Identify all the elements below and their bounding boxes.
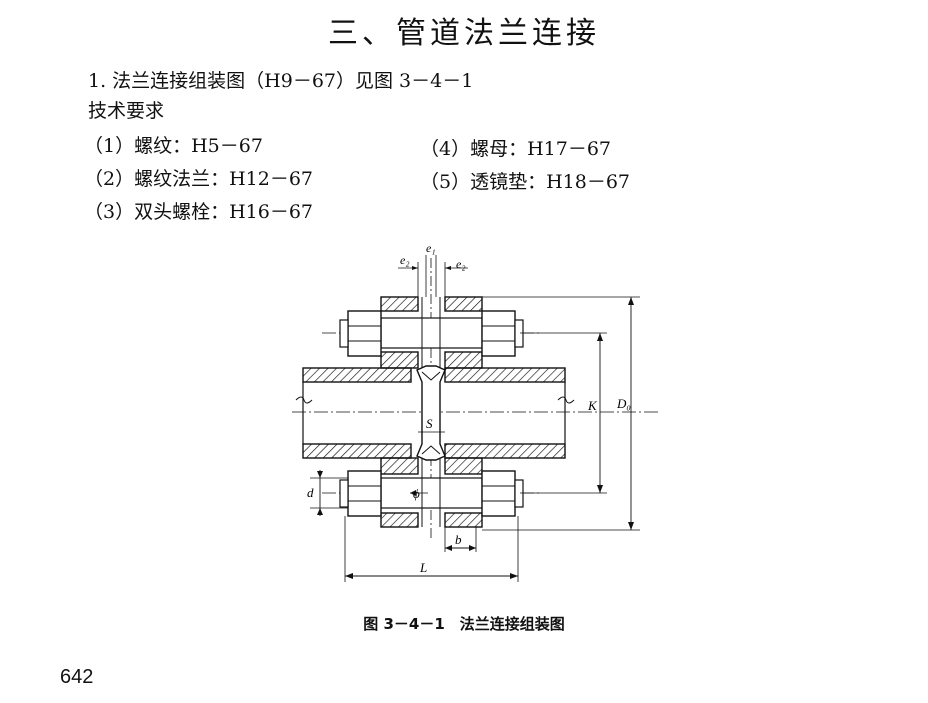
dim-L: L (419, 560, 427, 575)
tech-requirements-label: 技术要求 (88, 100, 165, 122)
page-number: 642 (60, 666, 94, 688)
upper-left-flange-top (380, 296, 419, 312)
pipe-left (302, 367, 412, 459)
dim-e2-right: e₂ (456, 257, 466, 271)
requirement-1: （1）螺纹：H5－67 (84, 135, 263, 157)
dim-K: K (587, 398, 598, 413)
upper-right-flange-top (444, 296, 483, 312)
dim-e2-left: e₂ (400, 253, 410, 267)
item-1-text: 1. 法兰连接组装图（H9－67）见图 3－4－1 (88, 70, 474, 92)
section-heading: 三、管道法兰连接 (328, 16, 600, 51)
lower-left-flange-top (380, 457, 419, 475)
dim-D: D₀ (616, 396, 631, 411)
requirement-4: （4）螺母：H17－67 (420, 138, 612, 160)
lower-bolt-shank (380, 477, 483, 509)
pipe-right (444, 367, 566, 459)
figure-caption: 图 3－4－1 法兰连接组装图 (363, 615, 565, 633)
lower-right-nut (481, 470, 524, 517)
lens-gasket (416, 365, 446, 461)
upper-right-nut (481, 310, 524, 357)
upper-left-flange-bottom (380, 351, 419, 369)
dim-e1: e₁ (426, 241, 436, 255)
upper-left-nut (339, 310, 382, 357)
dim-phi: ϕ (413, 486, 420, 501)
dim-b: b (455, 532, 462, 547)
lower-right-flange-top (444, 457, 483, 475)
lower-left-flange-bottom (380, 512, 419, 528)
lower-right-flange-bottom (444, 512, 483, 528)
dim-d: d (307, 485, 314, 500)
dim-S: S (426, 416, 433, 431)
upper-right-flange-bottom (444, 351, 483, 369)
upper-bolt-shank (380, 317, 483, 349)
requirement-5: （5）透镜垫：H18－67 (420, 171, 631, 193)
lower-left-nut (339, 470, 382, 517)
requirement-3: （3）双头螺栓：H16－67 (84, 201, 314, 223)
requirement-2: （2）螺纹法兰：H12－67 (84, 168, 314, 190)
